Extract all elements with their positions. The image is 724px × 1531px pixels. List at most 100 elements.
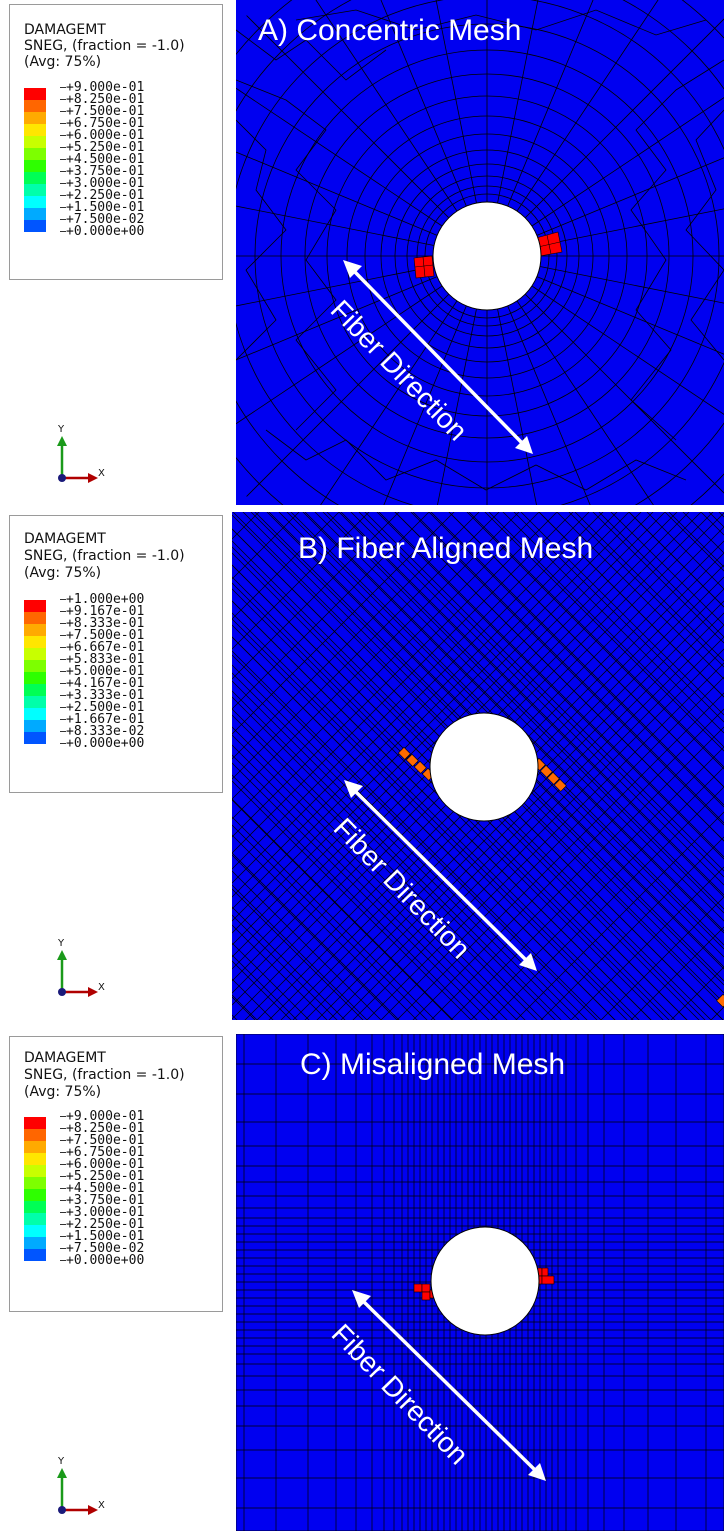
axis-triad: Y X: [46, 1456, 116, 1516]
legend-value-label: +3.750e-01: [66, 1193, 145, 1208]
legend-swatch: [24, 636, 46, 648]
legend-swatch: [24, 1249, 46, 1261]
legend-tick: [60, 207, 66, 208]
legend-averaging: (Avg: 75%): [24, 1084, 102, 1100]
legend-value-label: +1.000e+00: [66, 592, 145, 607]
legend-value-label: +3.000e-01: [66, 1205, 145, 1220]
legend-value-label: +2.250e-01: [66, 188, 145, 203]
axis-triad: Y X: [46, 424, 116, 484]
hole: [429, 712, 539, 822]
legend-tick: [60, 147, 66, 148]
legend-value-label: +6.750e-01: [66, 116, 145, 131]
legend-swatch: [24, 660, 46, 672]
legend-swatch: [24, 1117, 46, 1129]
legend-swatch: [24, 172, 46, 184]
legend-swatch: [24, 696, 46, 708]
legend-tick: [60, 707, 66, 708]
legend-value-label: +9.167e-01: [66, 604, 145, 619]
legend-value-label: +8.250e-01: [66, 1121, 145, 1136]
legend-tick: [60, 219, 66, 220]
legend-swatch: [24, 136, 46, 148]
mesh-view-fiber-aligned: B) Fiber Aligned Mesh Fiber Direction: [232, 512, 724, 1020]
damage-elements-a: [413, 231, 563, 279]
legend-value-label: +3.750e-01: [66, 164, 145, 179]
axis-triad: Y X: [46, 938, 116, 998]
legend-tick: [60, 599, 66, 600]
legend-swatch: [24, 1165, 46, 1177]
legend-box: DAMAGEMT SNEG, (fraction = -1.0) (Avg: 7…: [9, 1036, 223, 1312]
axis-triad-icon: [57, 1468, 98, 1515]
legend-tick: [60, 1152, 66, 1153]
legend-tick: [60, 1248, 66, 1249]
legend-tick: [60, 1260, 66, 1261]
legend-value-label: +7.500e-02: [66, 1241, 145, 1256]
legend-swatch: [24, 1201, 46, 1213]
legend-tick: [60, 695, 66, 696]
legend-swatch: [24, 124, 46, 136]
legend-swatch: [24, 648, 46, 660]
legend-swatch: [24, 708, 46, 720]
panel-a: DAMAGEMT SNEG, (fraction = -1.0) (Avg: 7…: [0, 0, 724, 512]
legend-tick: [60, 743, 66, 744]
axis-x-label: X: [98, 982, 105, 993]
legend-value-label: +6.000e-01: [66, 1157, 145, 1172]
legend-swatch: [24, 208, 46, 220]
mesh-view-concentric: A) Concentric Mesh Fiber Direction: [236, 0, 724, 505]
legend-swatch: [24, 720, 46, 732]
legend-swatch: [24, 184, 46, 196]
legend-swatch: [24, 1189, 46, 1201]
legend-swatch: [24, 196, 46, 208]
mesh-svg: [236, 1034, 724, 1531]
legend-value-label: +6.750e-01: [66, 1145, 145, 1160]
axis-x-label: X: [98, 468, 105, 479]
hole: [432, 201, 542, 311]
legend-value-label: +0.000e+00: [66, 1253, 145, 1268]
legend-tick: [60, 611, 66, 612]
legend-value-label: +0.000e+00: [66, 736, 145, 751]
legend-value-label: +1.500e-01: [66, 1229, 145, 1244]
axis-triad-icon: [57, 950, 98, 997]
legend-tick: [60, 183, 66, 184]
legend-value-label: +2.250e-01: [66, 1217, 145, 1232]
panel-c: DAMAGEMT SNEG, (fraction = -1.0) (Avg: 7…: [0, 1026, 724, 1531]
legend-box: DAMAGEMT SNEG, (fraction = -1.0) (Avg: 7…: [9, 4, 223, 280]
legend-tick: [60, 635, 66, 636]
legend-variable: DAMAGEMT: [24, 531, 106, 547]
legend-value-label: +2.500e-01: [66, 700, 145, 715]
legend-averaging: (Avg: 75%): [24, 565, 102, 581]
legend-tick: [60, 1212, 66, 1213]
fiber-direction-arrow: [352, 1290, 546, 1481]
legend-tick: [60, 671, 66, 672]
legend-swatch: [24, 612, 46, 624]
legend-swatch: [24, 1213, 46, 1225]
legend-value-label: +5.833e-01: [66, 652, 145, 667]
axis-y-label: Y: [58, 938, 65, 949]
legend-value-label: +7.500e-01: [66, 104, 145, 119]
legend-value-label: +6.667e-01: [66, 640, 145, 655]
axis-x-label: X: [98, 1500, 105, 1511]
legend-tick: [60, 647, 66, 648]
legend-value-label: +1.667e-01: [66, 712, 145, 727]
axis-y-label: Y: [58, 424, 65, 435]
legend-swatch: [24, 600, 46, 612]
legend-tick: [60, 1236, 66, 1237]
legend-tick: [60, 231, 66, 232]
legend-tick: [60, 195, 66, 196]
legend-value-label: +8.250e-01: [66, 92, 145, 107]
mesh-view-misaligned: C) Misaligned Mesh Fiber Direction: [236, 1034, 724, 1531]
legend-swatch: [24, 1237, 46, 1249]
legend-value-label: +6.000e-01: [66, 128, 145, 143]
legend-value-label: +5.000e-01: [66, 664, 145, 679]
legend-swatch: [24, 148, 46, 160]
legend-tick: [60, 1188, 66, 1189]
legend-value-label: +5.250e-01: [66, 1169, 145, 1184]
legend-tick: [60, 1164, 66, 1165]
legend-tick: [60, 111, 66, 112]
legend-component: SNEG, (fraction = -1.0): [24, 548, 185, 564]
legend-tick: [60, 99, 66, 100]
legend-tick: [60, 1200, 66, 1201]
legend-swatch: [24, 88, 46, 100]
legend-swatch: [24, 1129, 46, 1141]
legend-value-label: +1.500e-01: [66, 200, 145, 215]
legend-tick: [60, 1140, 66, 1141]
